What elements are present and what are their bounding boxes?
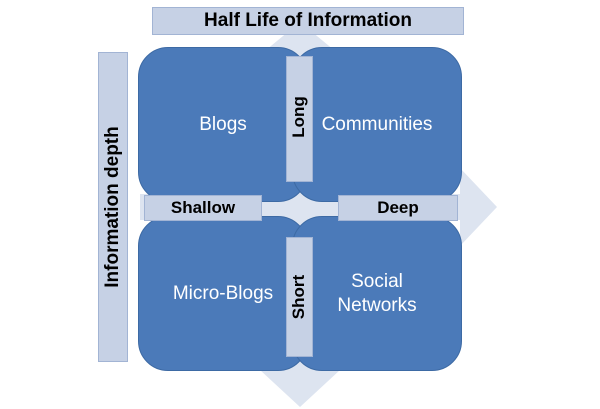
cross-arrow-shape xyxy=(140,22,497,407)
label-shallow: Shallow xyxy=(144,195,262,221)
quadrant-micro-blogs: Micro-Blogs xyxy=(138,216,308,371)
label-long-box xyxy=(286,56,313,182)
quadrant-communities: Communities xyxy=(292,47,462,202)
label-long: Long xyxy=(289,96,308,138)
quadrant-blogs: Blogs xyxy=(138,47,308,202)
label-short-box xyxy=(286,237,313,357)
y-axis-label: Information depth xyxy=(102,126,123,288)
diagram-title: Half Life of Information xyxy=(152,7,464,35)
quadrant-social-networks: Social Networks xyxy=(292,216,462,371)
label-deep: Deep xyxy=(338,195,458,221)
y-axis-label-box xyxy=(98,52,128,362)
label-short: Short xyxy=(289,274,308,320)
